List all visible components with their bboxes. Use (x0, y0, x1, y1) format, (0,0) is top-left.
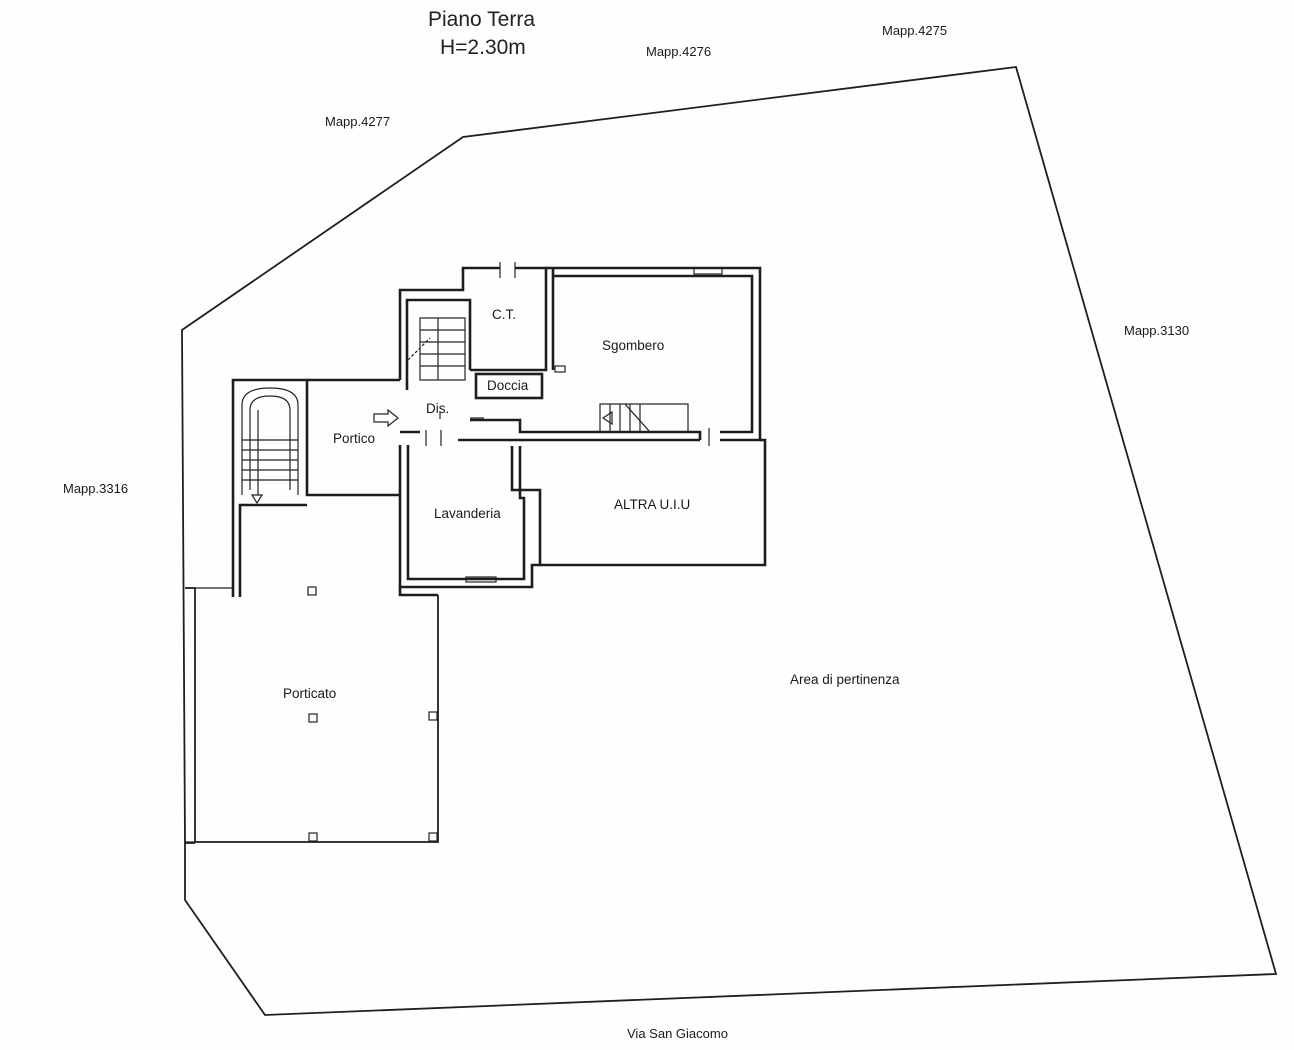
neighbor-mapp-4276: Mapp.4276 (646, 44, 711, 59)
neighbor-mapp-4275: Mapp.4275 (882, 23, 947, 38)
building-walls (231, 266, 767, 597)
neighbor-mapp-3316: Mapp.3316 (63, 481, 128, 496)
pillar (308, 713, 318, 723)
neighbor-mapp-3130: Mapp.3130 (1124, 323, 1189, 338)
plan-height: H=2.30m (440, 36, 526, 59)
pillar (307, 586, 317, 596)
room-lavanderia: Lavanderia (434, 506, 501, 521)
pillar (428, 711, 438, 721)
area-di-pertinenza: Area di pertinenza (790, 672, 900, 687)
lot-boundary (181, 66, 1278, 1016)
door-marks (425, 262, 723, 583)
room-portico: Portico (333, 431, 375, 446)
room-sgombero: Sgombero (602, 338, 664, 353)
plan-title: Piano Terra (428, 8, 535, 31)
room-doccia: Doccia (487, 378, 529, 393)
room-porticato: Porticato (283, 686, 336, 701)
pillar (428, 832, 438, 842)
pillars (307, 586, 438, 842)
entrance-arrow-icon (373, 408, 399, 428)
room-altra-uiu: ALTRA U.I.U (614, 497, 690, 512)
room-dis: Dis. (426, 401, 449, 416)
neighbor-mapp-4277: Mapp.4277 (325, 114, 390, 129)
porticato-outline (185, 587, 439, 843)
street-name: Via San Giacomo (627, 1026, 728, 1041)
room-ct: C.T. (492, 307, 516, 322)
stairs (241, 317, 689, 505)
pillar (308, 832, 318, 842)
